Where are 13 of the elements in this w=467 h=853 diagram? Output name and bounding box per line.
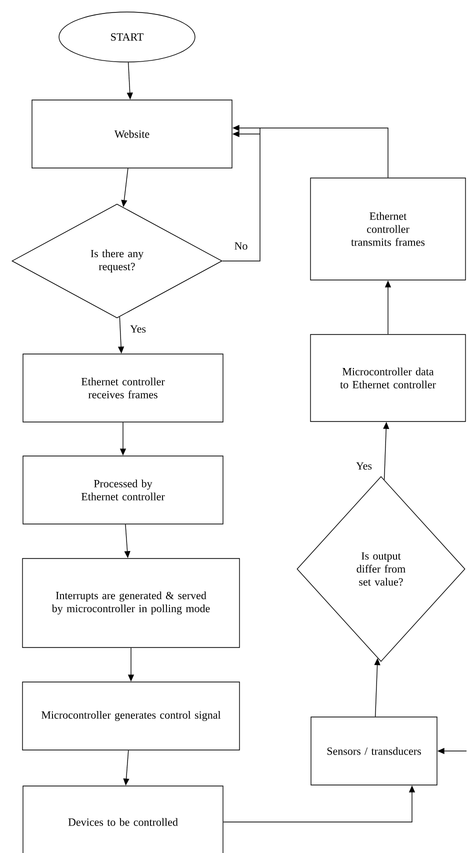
process-box: Website	[32, 100, 232, 168]
process-box: Ethernet controller receives frames	[22, 354, 224, 422]
process-box: Microcontroller data to Ethernet controller	[310, 334, 466, 422]
edge-label: Yes	[129, 324, 147, 334]
process-box: Interrupts are generated & served by microcontroller in polling mode	[22, 558, 240, 648]
edge-label: No	[233, 241, 249, 251]
process-box: Processed by Ethernet controller	[22, 456, 224, 524]
edge-label: Yes	[355, 461, 373, 471]
process-box: Devices to be controlled	[22, 786, 224, 853]
process-box: Microcontroller generates control signal	[22, 682, 240, 750]
arrow	[222, 128, 260, 262]
process-box: Sensors / transducers	[310, 716, 438, 786]
process-box: Ethernet controller transmits frames	[310, 178, 466, 280]
